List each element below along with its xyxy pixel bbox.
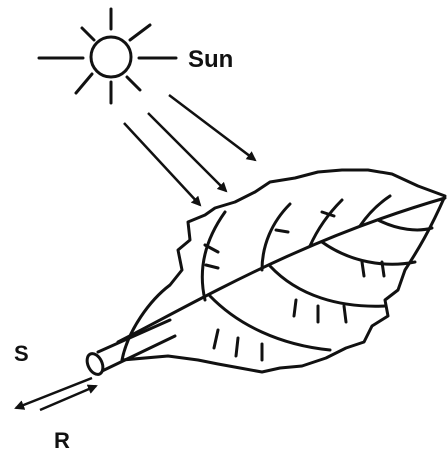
sunlight-arrow-icon: [169, 95, 255, 160]
stem-icon: [84, 320, 175, 377]
transport-arrows: [16, 378, 96, 410]
s-label: S: [14, 341, 29, 366]
sunlight-arrow-icon: [148, 113, 226, 191]
sun-icon: [39, 9, 176, 103]
sunlight-arrows: [124, 95, 255, 205]
leaf-icon: [118, 170, 445, 372]
r-arrow-icon: [40, 386, 96, 410]
sunlight-arrow-icon: [124, 123, 200, 205]
r-label: R: [54, 428, 70, 453]
sun-label: Sun: [188, 46, 233, 73]
